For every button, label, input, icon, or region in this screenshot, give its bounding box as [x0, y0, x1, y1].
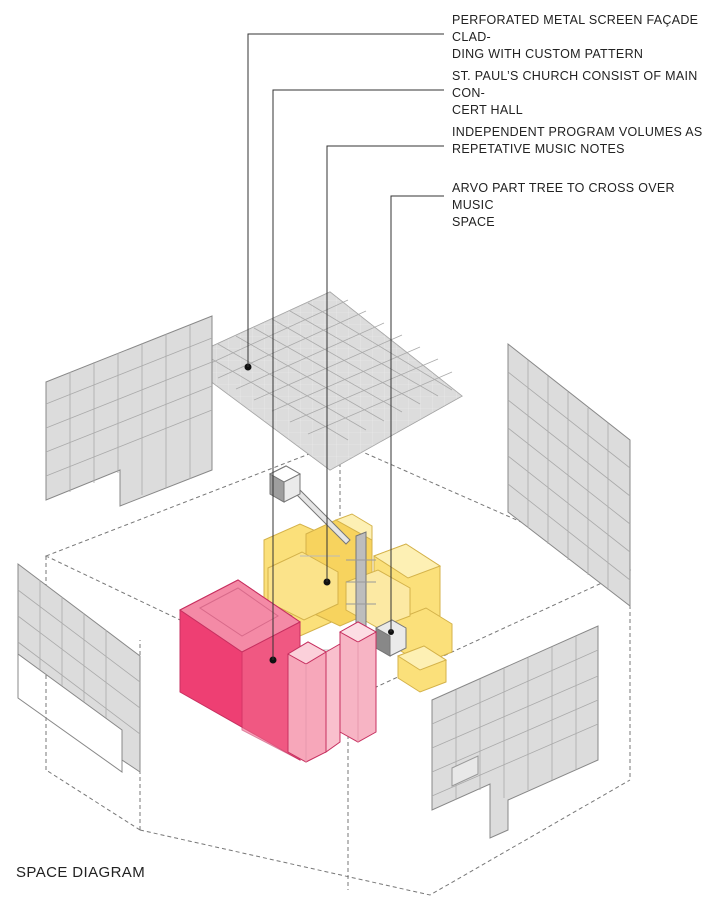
front-right-wall-screen: [431, 625, 599, 839]
annotation-facade: PERFORATED METAL SCREEN FAÇADE CLAD- DIN…: [452, 12, 707, 63]
annotation-facade-line-2: DING WITH CUSTOM PATTERN: [452, 47, 644, 61]
right-wall-screen: [507, 342, 631, 608]
annotation-volumes: INDEPENDENT PROGRAM VOLUMES AS REPETATIV…: [452, 124, 707, 158]
annotation-volumes-line-1: INDEPENDENT PROGRAM VOLUMES AS: [452, 125, 703, 139]
left-wall-screen: [45, 315, 213, 507]
annotation-church-line-2: CERT HALL: [452, 103, 524, 117]
annotation-volumes-line-2: REPETATIVE MUSIC NOTES: [452, 142, 625, 156]
front-left-wall-screen: [17, 562, 141, 773]
annotation-tree-line-2: SPACE: [452, 215, 495, 229]
annotation-tree: ARVO PART TREE TO CROSS OVER MUSIC SPACE: [452, 180, 707, 231]
leader-lines: [247, 33, 444, 660]
st-pauls-church: [179, 579, 394, 763]
program-volumes: [263, 513, 453, 693]
annotation-church: ST. PAUL’S CHURCH CONSIST OF MAIN CON- C…: [452, 68, 707, 119]
roof-screen-panel: [181, 291, 463, 471]
annotation-church-line-1: ST. PAUL’S CHURCH CONSIST OF MAIN CON-: [452, 69, 698, 100]
annotation-tree-line-1: ARVO PART TREE TO CROSS OVER MUSIC: [452, 181, 675, 212]
annotation-facade-line-1: PERFORATED METAL SCREEN FAÇADE CLAD-: [452, 13, 699, 44]
diagram-title: SPACE DIAGRAM: [16, 864, 146, 881]
